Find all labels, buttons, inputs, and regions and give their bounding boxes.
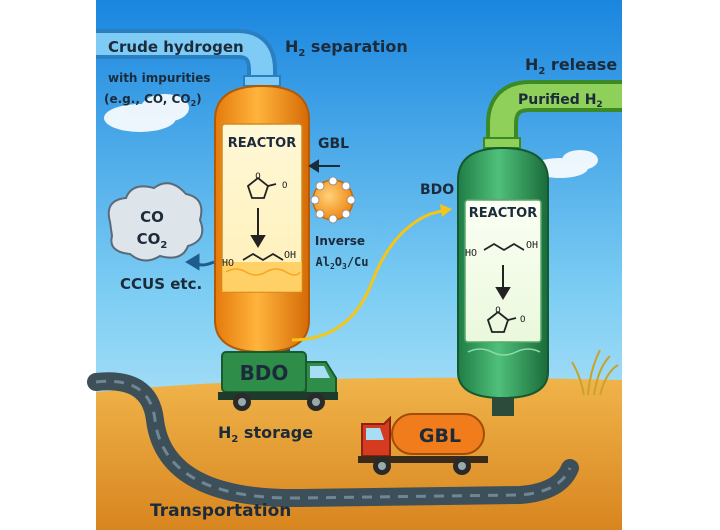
ho-label-left: HO — [222, 258, 234, 269]
ring-oxygen-right: O — [495, 306, 500, 316]
gbl-input-arrow — [308, 159, 340, 173]
ring-oxygen-left: O — [255, 172, 260, 182]
co-co2-cloud — [107, 182, 204, 262]
conversion-arrow-left — [250, 208, 266, 248]
h2-separation-label: H2 separation — [285, 37, 408, 59]
bdo-truck — [218, 351, 338, 411]
crude-hydrogen-label: Crude hydrogen — [108, 38, 244, 56]
h2-release-label: H2 release — [525, 55, 617, 77]
catalyst-particle-icon — [310, 176, 356, 224]
impurity-outflow-arrow — [185, 253, 215, 271]
impurities-label-line2: (e.g., CO, CO2) — [104, 92, 202, 108]
bdo-molecule-icon — [242, 252, 284, 262]
gbl-input-label: GBL — [318, 136, 349, 152]
gbl-molecule-right-icon — [486, 310, 517, 333]
oh-label-right: OH — [526, 240, 538, 251]
co2-label: CO2 — [137, 230, 168, 251]
truck-gbl-label: GBL — [419, 425, 461, 447]
reactor-left — [214, 84, 310, 366]
oh-label-left: OH — [284, 250, 296, 261]
bdo-transfer-arrowhead — [440, 204, 452, 217]
gbl-molecule-icon — [246, 176, 277, 199]
truck-bdo-label: BDO — [240, 361, 289, 385]
transportation-label: Transportation — [150, 501, 291, 521]
catalyst-label-line2: Al2O3/Cu — [315, 255, 368, 271]
catalyst-label-line1: Inverse — [315, 234, 365, 248]
bdo-transfer-label: BDO — [420, 182, 454, 198]
impurities-label-line1: with impurities — [108, 71, 211, 85]
bdo-molecule-right-icon — [483, 242, 525, 252]
carbonyl-oxygen-right: O — [520, 315, 525, 325]
ccus-label: CCUS etc. — [120, 275, 202, 293]
bdo-transfer-flow — [291, 208, 447, 342]
conversion-arrow-right — [495, 265, 511, 300]
purified-h2-label: Purified H2 — [518, 92, 603, 110]
carbonyl-oxygen-left: O — [282, 181, 287, 191]
reactor-left-label: REACTOR — [228, 136, 296, 151]
cloud-decoration — [104, 94, 598, 178]
co-label: CO — [140, 208, 164, 226]
h2-storage-label: H2 storage — [218, 423, 313, 445]
crude-hydrogen-pipe — [96, 29, 281, 87]
ho-label-right: HO — [465, 248, 477, 259]
grass-decoration — [571, 349, 619, 396]
gbl-truck — [358, 413, 488, 475]
reactor-right-label: REACTOR — [469, 206, 537, 221]
